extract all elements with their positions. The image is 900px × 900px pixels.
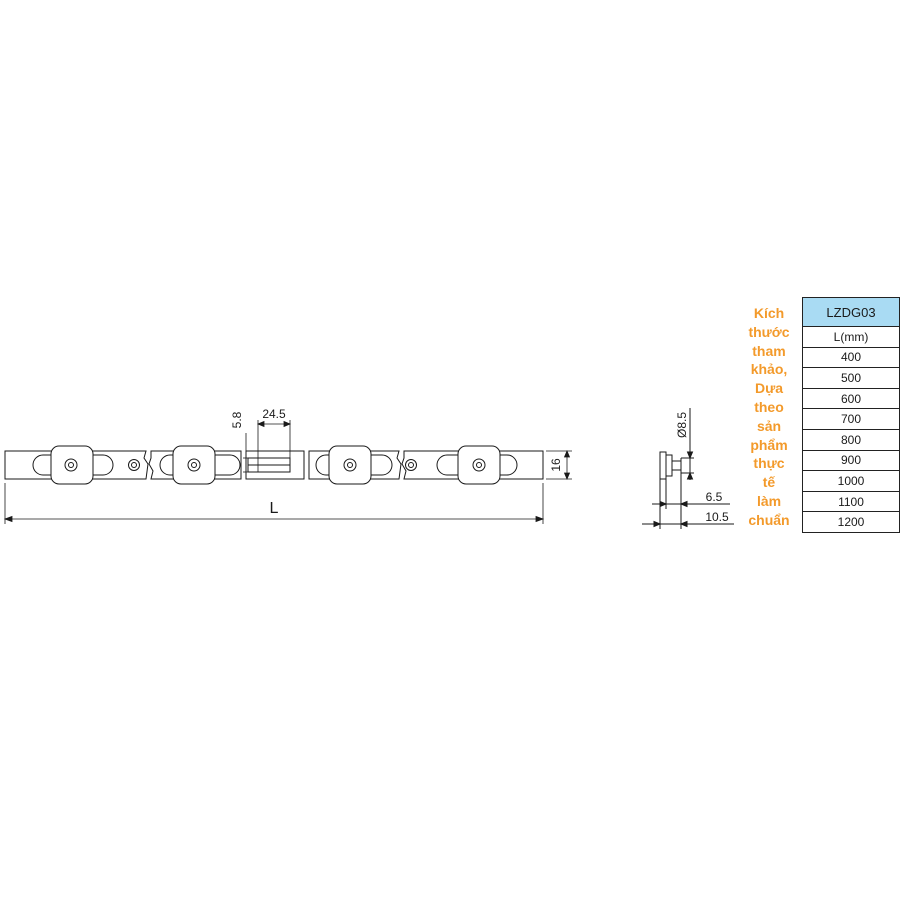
note-line: làm xyxy=(756,492,782,509)
table-row: 900 xyxy=(802,449,900,472)
note-line: thước xyxy=(748,323,790,340)
rail-front-view xyxy=(4,445,544,485)
column-header: L(mm) xyxy=(802,326,900,348)
dim-hole-offset-label: 5.8 xyxy=(230,411,244,428)
rail-side-view xyxy=(642,408,734,529)
slide-slot-1 xyxy=(32,445,114,485)
rail-dimension-lines xyxy=(3,420,572,524)
note-line: thực xyxy=(753,455,785,472)
note-line: theo xyxy=(754,398,784,415)
dim-diameter-label: Ø8.5 xyxy=(675,412,689,438)
table-row: 1200 xyxy=(802,511,900,533)
note-line: sản xyxy=(756,417,782,434)
dim-slot-width-label: 24.5 xyxy=(262,407,286,421)
slide-slot-4 xyxy=(436,445,518,485)
dim-height-label: 16 xyxy=(549,458,563,472)
table-row: 800 xyxy=(802,428,900,451)
size-table: LZDG03 L(mm) 400 500 600 700 800 900 100… xyxy=(802,297,900,533)
dim-depth-2-label: 10.5 xyxy=(705,510,729,524)
note-line: Dựa xyxy=(754,380,784,397)
slide-slot-2 xyxy=(159,445,241,485)
note-line: chuẩn xyxy=(748,511,790,528)
note-line: khảo, xyxy=(750,361,788,378)
note-line: Kích xyxy=(753,305,785,321)
model-header: LZDG03 xyxy=(802,297,900,327)
table-row: 700 xyxy=(802,408,900,430)
table-row: 500 xyxy=(802,367,900,389)
note-line: phẩm xyxy=(750,436,788,453)
table-row: 400 xyxy=(802,346,900,369)
table-row: 1100 xyxy=(802,490,900,513)
note-line: tế xyxy=(762,474,776,491)
dim-depth-1-label: 6.5 xyxy=(706,490,723,504)
table-row: 1000 xyxy=(802,470,900,492)
note-line: tham xyxy=(752,342,786,359)
dim-length-label: L xyxy=(270,500,279,517)
reference-note: Kích thước tham khảo, Dựa theo sản phẩm … xyxy=(738,304,800,530)
slide-slot-3 xyxy=(315,445,393,485)
table-row: 600 xyxy=(802,387,900,410)
